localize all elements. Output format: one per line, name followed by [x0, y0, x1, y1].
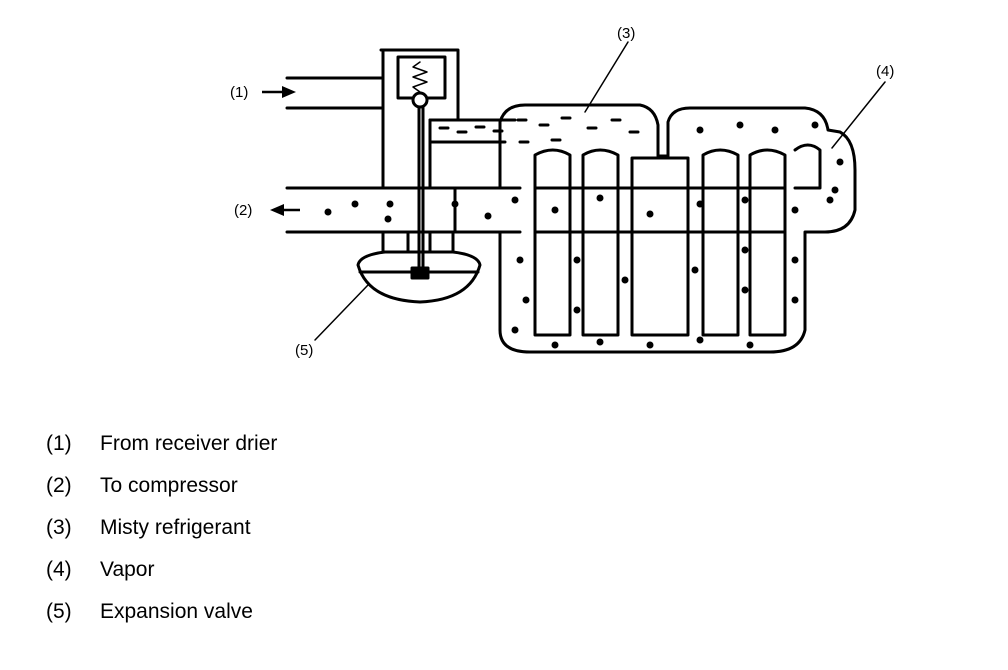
legend: (1) From receiver drier (2) To compresso…	[46, 432, 277, 642]
evaporator-outer	[453, 103, 857, 354]
valve-spring-chamber	[396, 55, 447, 100]
legend-item: (5) Expansion valve	[46, 600, 277, 642]
callout-4: (4)	[876, 63, 894, 80]
legend-label: Vapor	[100, 558, 155, 581]
legend-number: (2)	[46, 474, 72, 497]
callout-1: (1)	[230, 84, 248, 101]
callout-5: (5)	[295, 342, 313, 359]
evaporator-tube-4	[701, 148, 740, 337]
evaporator-diagram: (1) (2) (3) (4) (5)	[230, 25, 894, 359]
vapor-chamber-inner	[793, 143, 822, 190]
legend-item: (2) To compressor	[46, 474, 277, 516]
callout-2: (2)	[234, 202, 252, 219]
callout-3: (3)	[617, 25, 635, 42]
legend-number: (4)	[46, 558, 72, 581]
legend-label: From receiver drier	[100, 432, 278, 455]
legend-number: (3)	[46, 516, 72, 539]
vapor-dots	[324, 121, 844, 349]
valve-body	[379, 48, 460, 190]
legend-item: (1) From receiver drier	[46, 432, 277, 474]
evaporator-tube-2	[581, 148, 620, 337]
legend-label: To compressor	[100, 474, 238, 497]
evaporator-tube-5	[748, 148, 787, 337]
misty-refrigerant-dashes	[438, 116, 640, 144]
leader-5	[314, 284, 369, 341]
diaphragm	[356, 250, 482, 304]
legend-number: (5)	[46, 600, 72, 623]
leader-4	[831, 81, 886, 149]
outlet-arrow-icon	[270, 204, 300, 216]
valve-spring-icon	[412, 61, 428, 93]
legend-number: (1)	[46, 432, 72, 455]
legend-label: Misty refrigerant	[100, 516, 251, 539]
evaporator-tube-3	[630, 156, 690, 337]
valve-ball	[411, 91, 429, 109]
leader-3	[584, 41, 629, 113]
inlet-arrow-icon	[262, 86, 296, 98]
legend-item: (4) Vapor	[46, 558, 277, 600]
stem-foot	[410, 266, 430, 280]
evaporator-tube-1	[533, 148, 572, 337]
legend-item: (3) Misty refrigerant	[46, 516, 277, 558]
legend-label: Expansion valve	[100, 600, 253, 623]
